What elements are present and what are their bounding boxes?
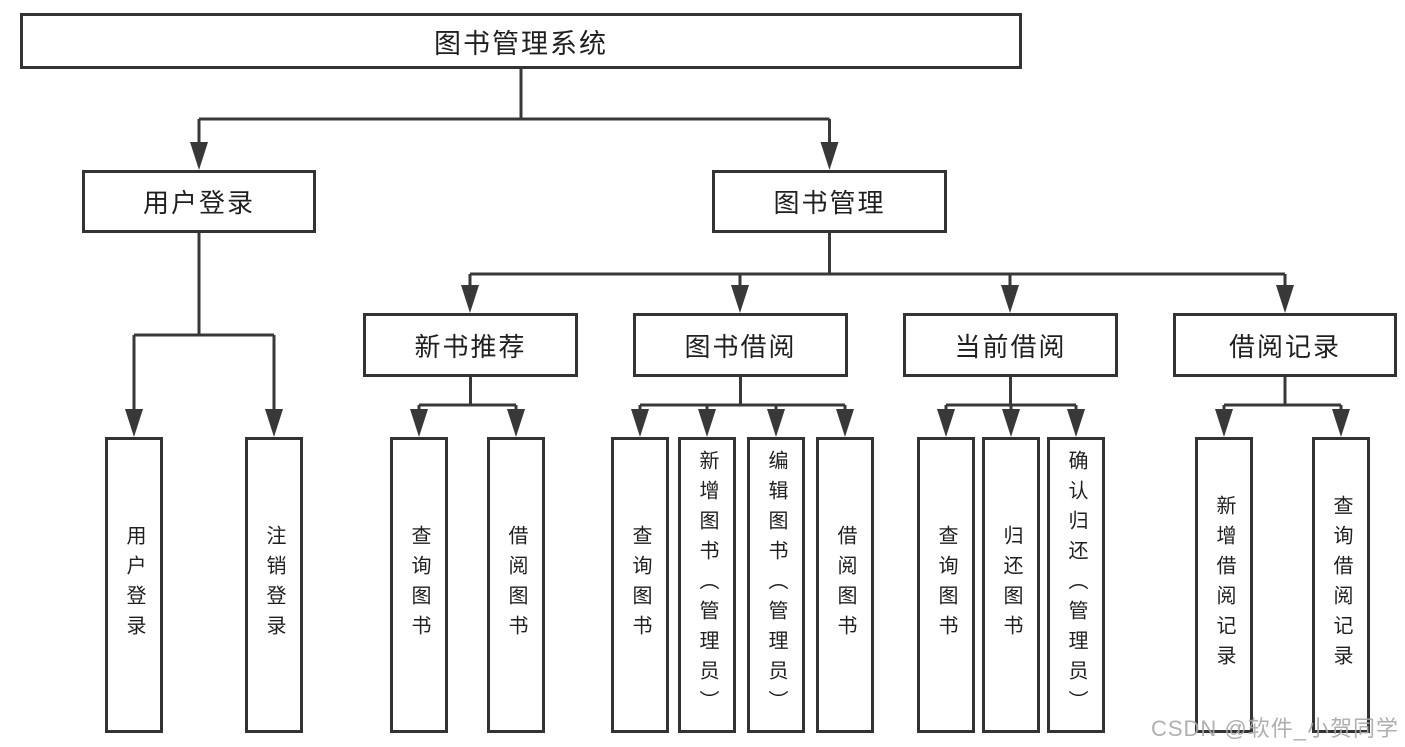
node-new-book-recommend: 新书推荐 xyxy=(363,313,578,377)
node-label: 借阅记录 xyxy=(1228,331,1341,362)
node-current-borrow: 当前借阅 xyxy=(903,313,1118,377)
node-label: 确认归还（管理员） xyxy=(1065,450,1087,720)
node-label: 查询图书 xyxy=(935,525,957,645)
leaf-user-login: 用户登录 xyxy=(105,437,163,733)
node-label: 编辑图书（管理员） xyxy=(765,450,787,720)
node-label: 查询图书 xyxy=(408,525,430,645)
leaf-logout: 注销登录 xyxy=(245,437,303,733)
node-borrow-records: 借阅记录 xyxy=(1173,313,1397,377)
leaf-add-book-admin: 新增图书（管理员） xyxy=(678,437,736,733)
node-label: 图书管理 xyxy=(773,188,886,218)
leaf-query-books-current: 查询图书 xyxy=(917,437,975,733)
leaf-return-book: 归还图书 xyxy=(982,437,1040,733)
leaf-borrow-books: 借阅图书 xyxy=(816,437,874,733)
node-user-login-group: 用户登录 xyxy=(82,170,316,233)
node-label: 图书借阅 xyxy=(684,331,797,362)
node-label: 注销登录 xyxy=(263,525,285,645)
watermark: CSDN @软件_小贺同学 xyxy=(1150,716,1399,741)
node-root: 图书管理系统 xyxy=(20,13,1022,69)
node-label: 新增图书（管理员） xyxy=(696,450,718,720)
node-label: 当前借阅 xyxy=(954,331,1067,362)
node-label: 借阅图书 xyxy=(834,525,856,645)
node-book-borrow: 图书借阅 xyxy=(633,313,848,377)
node-label: 查询图书 xyxy=(629,525,651,645)
leaf-query-books-borrow: 查询图书 xyxy=(611,437,669,733)
node-label: 新书推荐 xyxy=(414,331,527,362)
node-label: 归还图书 xyxy=(1000,525,1022,645)
leaf-confirm-return-admin: 确认归还（管理员） xyxy=(1047,437,1105,733)
leaf-borrow-books-recommend: 借阅图书 xyxy=(487,437,545,733)
node-label: 新增借阅记录 xyxy=(1213,495,1235,675)
node-label: 借阅图书 xyxy=(505,525,527,645)
node-label: 用户登录 xyxy=(142,188,255,218)
leaf-query-borrow-record: 查询借阅记录 xyxy=(1312,437,1370,733)
node-label: 图书管理系统 xyxy=(434,28,608,59)
node-label: 用户登录 xyxy=(123,525,145,645)
node-label: 查询借阅记录 xyxy=(1330,495,1352,675)
leaf-query-books-recommend: 查询图书 xyxy=(390,437,448,733)
leaf-edit-book-admin: 编辑图书（管理员） xyxy=(747,437,805,733)
node-book-management: 图书管理 xyxy=(712,170,947,233)
leaf-add-borrow-record: 新增借阅记录 xyxy=(1195,437,1253,733)
